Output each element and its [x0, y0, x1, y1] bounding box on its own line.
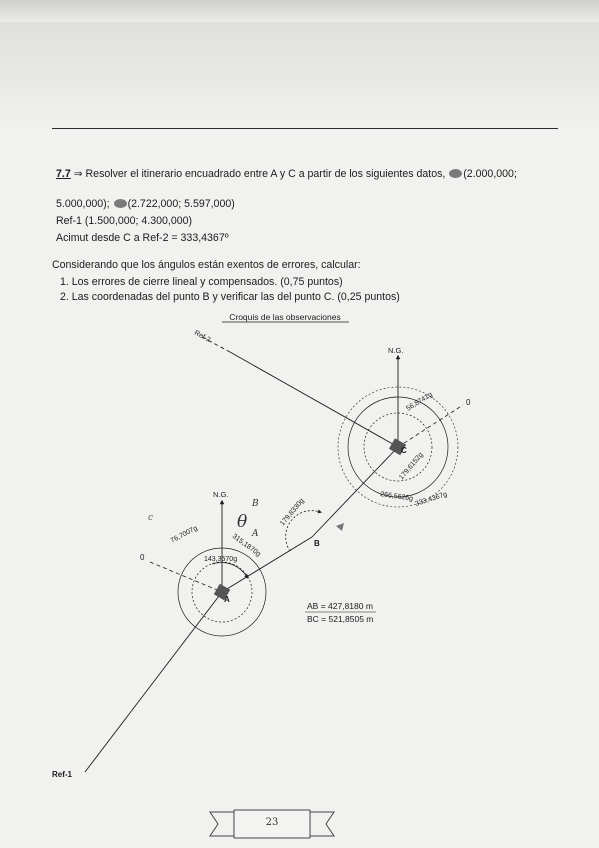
angle-c-56: 56,8741g	[405, 391, 434, 412]
angle-c-179: 179,6152g	[398, 451, 425, 481]
handwritten-sub-a: A	[251, 529, 259, 539]
exercise-arrow-icon: ⇒	[73, 168, 83, 180]
line-c-ref2	[229, 351, 399, 448]
arc-b	[285, 509, 322, 552]
point-a-mark	[213, 583, 231, 601]
label-ref1: Ref-1	[52, 770, 73, 779]
label-zero-a: 0	[140, 553, 145, 562]
angle-a-76: 76,7007g	[170, 525, 199, 545]
scan-shadow	[0, 22, 599, 132]
handwritten-mark: c	[148, 513, 153, 523]
label-point-b: B	[314, 539, 320, 548]
handwritten-sup-b: B	[251, 499, 259, 509]
angle-c-333: 333,4367g	[414, 491, 448, 508]
coords-c: (2.722,000; 5.597,000)	[127, 198, 235, 210]
highlight-mark-c	[113, 199, 127, 208]
point-c-mark	[388, 438, 407, 456]
header-rule	[52, 128, 558, 129]
angle-c-266: 266,5626g	[380, 491, 414, 503]
point-b-mark	[336, 523, 344, 531]
diagram-title: Croquis de las observaciones	[229, 312, 341, 322]
arc-a-inner	[191, 561, 253, 623]
line-a-b	[221, 536, 313, 593]
arc-c-outer	[337, 386, 459, 508]
exercise-statement: Resolver el itinerario encuadrado entre …	[82, 168, 446, 180]
line-b-c	[311, 446, 399, 538]
angle-a-143: 143,3570g	[204, 556, 237, 563]
ref1-coords: Ref-1 (1.500,000; 4.300,000)	[56, 215, 193, 227]
line-ref2-dashed	[201, 336, 231, 353]
distance-bc: BC = 521,8505 m	[307, 614, 373, 624]
arc-a-outer	[177, 547, 267, 637]
coords-a-cont: 5.000,000);	[56, 198, 110, 210]
arc-c-inner	[363, 412, 433, 482]
label-ng-a: N.G.	[213, 490, 228, 499]
highlight-mark-a	[449, 169, 463, 178]
page-footer: 23	[208, 808, 336, 840]
scan-top-edge	[0, 0, 599, 22]
page-number: 23	[265, 817, 279, 828]
question-item: 1. Los errores de cierre lineal y compen…	[60, 276, 343, 288]
arc-a-143	[211, 562, 249, 579]
question-item: 2. Las coordenadas del punto B y verific…	[60, 291, 400, 303]
zero-line-c	[397, 404, 464, 448]
exercise-line-1: 7.7 ⇒ Resolver el itinerario encuadrado …	[56, 168, 517, 181]
page-banner-icon	[209, 809, 335, 839]
exercise-number: 7.7	[56, 168, 71, 180]
distance-ab: AB = 427,8180 m	[307, 601, 373, 611]
coords-a: (2.000,000;	[463, 168, 517, 180]
azimut-line: Acimut desde C a Ref-2 = 333,4367º	[56, 232, 229, 244]
label-ng-c: N.G.	[388, 346, 403, 355]
label-ref2: Ref-2	[193, 330, 211, 344]
label-zero-c: 0	[466, 398, 471, 407]
exercise-line-2: 5.000,000); (2.722,000; 5.597,000)	[56, 198, 235, 211]
question-list: 1. Los errores de cierre lineal y compen…	[60, 276, 400, 306]
considering-line: Considerando que los ángulos están exent…	[52, 259, 361, 271]
arc-c-middle	[347, 396, 449, 498]
zero-line-a	[149, 561, 223, 593]
label-point-c: C	[401, 446, 407, 455]
line-ref1-a	[84, 591, 223, 773]
handwritten-theta: θ	[237, 512, 247, 532]
label-point-a: A	[224, 595, 230, 604]
